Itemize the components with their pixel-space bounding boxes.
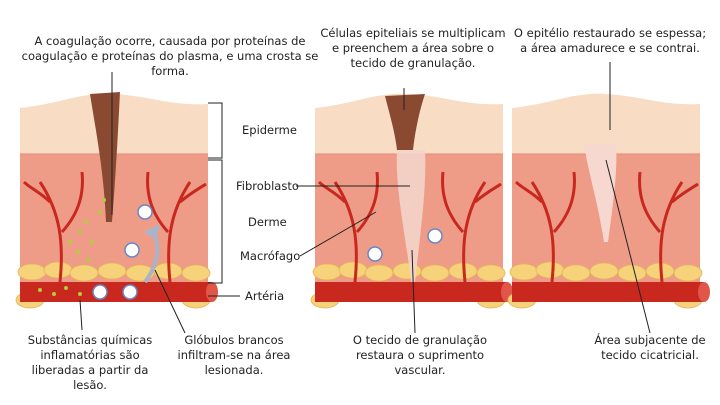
label-artery: Artéria (245, 289, 285, 303)
label-epidermis: Epiderme (242, 123, 297, 137)
caption-granulation: O tecido de granulação restaura o suprim… (352, 333, 488, 377)
caption-white-cells: Glóbulos brancos infiltram-se na área le… (177, 333, 291, 377)
caption-scar: Área subjacente de tecido cicatricial. (594, 333, 706, 362)
white-blood-cells (92, 204, 153, 300)
caption-clotting: A coagulação ocorre, causada por proteín… (21, 34, 319, 78)
panel-proliferation (309, 92, 515, 310)
label-macrophage: Macrófago (240, 249, 301, 263)
caption-maturation: O epitélio restaurado se espessa; a área… (513, 26, 707, 55)
panel-clotting (14, 92, 220, 310)
label-fibroblast: Fibroblasto (236, 179, 299, 193)
caption-epithelial: Células epiteliais se multiplicam e pree… (320, 26, 506, 70)
label-dermis: Derme (248, 215, 287, 229)
leader-lines (79, 62, 651, 334)
granulation-tissue (396, 150, 426, 282)
panel-maturation (506, 92, 712, 310)
caption-inflammatory: Substâncias químicas inflamatórias são l… (27, 333, 153, 392)
inflammatory-chemicals (38, 198, 106, 296)
